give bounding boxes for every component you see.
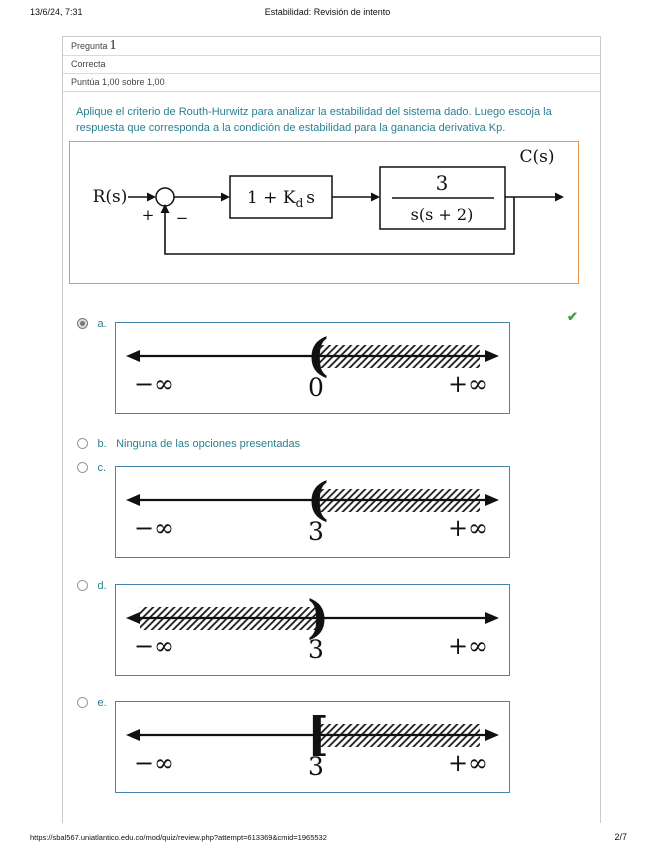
option-c-numberline-image: ( −∞ 3 +∞ bbox=[115, 466, 510, 558]
svg-text:+∞: +∞ bbox=[448, 632, 488, 660]
option-b-letter: b. bbox=[97, 437, 107, 450]
option-c-letter: c. bbox=[97, 461, 107, 474]
plant-numerator: 3 bbox=[436, 171, 449, 195]
question-label: Pregunta bbox=[71, 41, 108, 51]
option-d-letter: d. bbox=[97, 579, 107, 592]
svg-text:3: 3 bbox=[308, 635, 324, 664]
svg-text:−∞: −∞ bbox=[134, 370, 174, 398]
footer-url: https://sbal567.uniatlantico.edu.co/mod/… bbox=[30, 833, 327, 842]
option-a-letter: a. bbox=[97, 317, 107, 330]
print-datetime: 13/6/24, 7:31 bbox=[30, 7, 83, 17]
question-grade: Puntúa 1,00 sobre 1,00 bbox=[63, 74, 600, 92]
footer-page-number: 2/7 bbox=[614, 832, 627, 842]
svg-text:(: ( bbox=[307, 328, 329, 382]
summing-junction bbox=[155, 187, 175, 207]
answer-option-b[interactable]: b. Ninguna de las opciones presentadas bbox=[77, 435, 599, 453]
svg-text:+∞: +∞ bbox=[448, 370, 488, 398]
svg-text:[: [ bbox=[307, 707, 329, 761]
diagram-input-label: R(s) bbox=[93, 187, 128, 207]
option-b-text: Ninguna de las opciones presentadas bbox=[116, 437, 301, 450]
question-number: 1 bbox=[109, 38, 117, 53]
svg-text:3: 3 bbox=[308, 752, 324, 781]
question-status: Correcta bbox=[63, 56, 600, 74]
feedback-path bbox=[164, 197, 515, 255]
answer-option-a[interactable]: a. ( −∞ 0 +∞ ✔ bbox=[77, 309, 599, 414]
option-e-letter: e. bbox=[97, 696, 107, 709]
page-title: Estabilidad: Revisión de intento bbox=[264, 7, 391, 17]
question-text: Aplique el criterio de Routh-Hurwitz par… bbox=[76, 106, 552, 134]
svg-text:+∞: +∞ bbox=[448, 514, 488, 542]
radio-option-a[interactable] bbox=[77, 318, 88, 330]
svg-text:3: 3 bbox=[308, 517, 324, 546]
radio-option-d[interactable] bbox=[77, 580, 88, 592]
option-e-numberline-image: [ −∞ 3 +∞ bbox=[115, 701, 510, 793]
option-a-numberline-image: ( −∞ 0 +∞ bbox=[115, 322, 510, 414]
plant-denominator: s(s + 2) bbox=[411, 205, 474, 224]
option-d-numberline-image: ) −∞ 3 +∞ bbox=[115, 584, 510, 676]
svg-text:0: 0 bbox=[308, 373, 324, 402]
svg-text:−∞: −∞ bbox=[134, 514, 174, 542]
svg-text:+∞: +∞ bbox=[448, 749, 488, 777]
radio-option-c[interactable] bbox=[77, 462, 88, 474]
svg-text:(: ( bbox=[307, 472, 329, 526]
radio-option-b[interactable] bbox=[77, 438, 88, 450]
sum-plus-sign: + bbox=[142, 206, 155, 224]
svg-text:−∞: −∞ bbox=[134, 749, 174, 777]
svg-text:): ) bbox=[307, 590, 329, 644]
correct-check-icon: ✔ bbox=[567, 309, 578, 324]
diagram-output-label: C(s) bbox=[520, 147, 555, 167]
radio-option-e[interactable] bbox=[77, 697, 88, 709]
answer-option-c[interactable]: c. ( −∞ 3 +∞ bbox=[77, 459, 599, 558]
answer-option-e[interactable]: e. [ −∞ 3 +∞ bbox=[77, 694, 599, 793]
sum-minus-sign: − bbox=[176, 209, 189, 227]
svg-text:−∞: −∞ bbox=[134, 632, 174, 660]
answer-option-d[interactable]: d. ) −∞ 3 +∞ bbox=[77, 577, 599, 676]
